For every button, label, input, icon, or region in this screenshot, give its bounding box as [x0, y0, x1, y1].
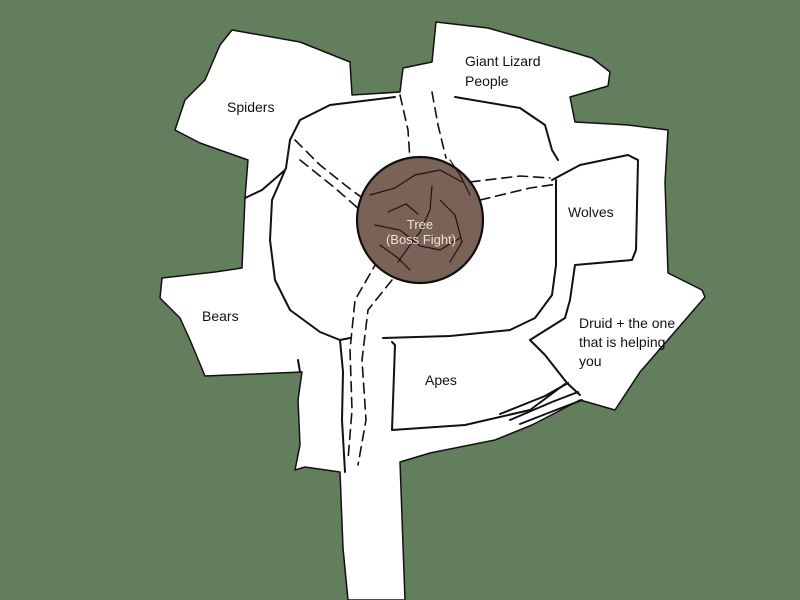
spiders-label: Spiders — [227, 99, 274, 115]
wolves-room-wall — [529, 154, 639, 341]
inner-ring-wall-west — [269, 139, 341, 341]
druid-label-line3: you — [579, 353, 602, 369]
tree-label-line1: Tree — [407, 217, 433, 232]
secret-path-wolves-2 — [479, 183, 559, 201]
cave-floor — [159, 21, 706, 600]
wolves-label: Wolves — [568, 204, 614, 220]
secret-path-spiders — [294, 139, 366, 201]
secret-path-lizards — [399, 94, 411, 161]
secret-path-lizards-2 — [431, 91, 447, 159]
druid-room-wall — [529, 339, 581, 396]
inner-ring-wall-north — [289, 96, 559, 161]
secret-path-spiders-lower — [299, 159, 361, 211]
secret-path-south-2 — [357, 279, 393, 466]
secret-path-wolves — [469, 175, 551, 183]
bears-room-wall — [244, 169, 286, 199]
secret-path-south — [347, 259, 379, 461]
giant-lizard-people-label-line1: Giant Lizard — [465, 53, 540, 69]
inner-ring-wall-gap — [339, 337, 351, 341]
spider-passage-wall — [297, 359, 301, 373]
apes-room-scratches — [499, 382, 583, 425]
south-passage-wall — [339, 339, 346, 473]
druid-label-line2: that is helping — [579, 334, 665, 350]
druid-label-line1: Druid + the one — [579, 315, 675, 331]
apes-room-wall — [391, 341, 566, 431]
tree-label-line2: (Boss Fight) — [386, 232, 456, 247]
bears-label: Bears — [202, 308, 239, 324]
inner-ring-wall-south — [382, 179, 557, 339]
apes-label: Apes — [425, 372, 457, 388]
tree-cracks — [369, 159, 471, 271]
giant-lizard-people-label-line2: People — [465, 73, 509, 89]
